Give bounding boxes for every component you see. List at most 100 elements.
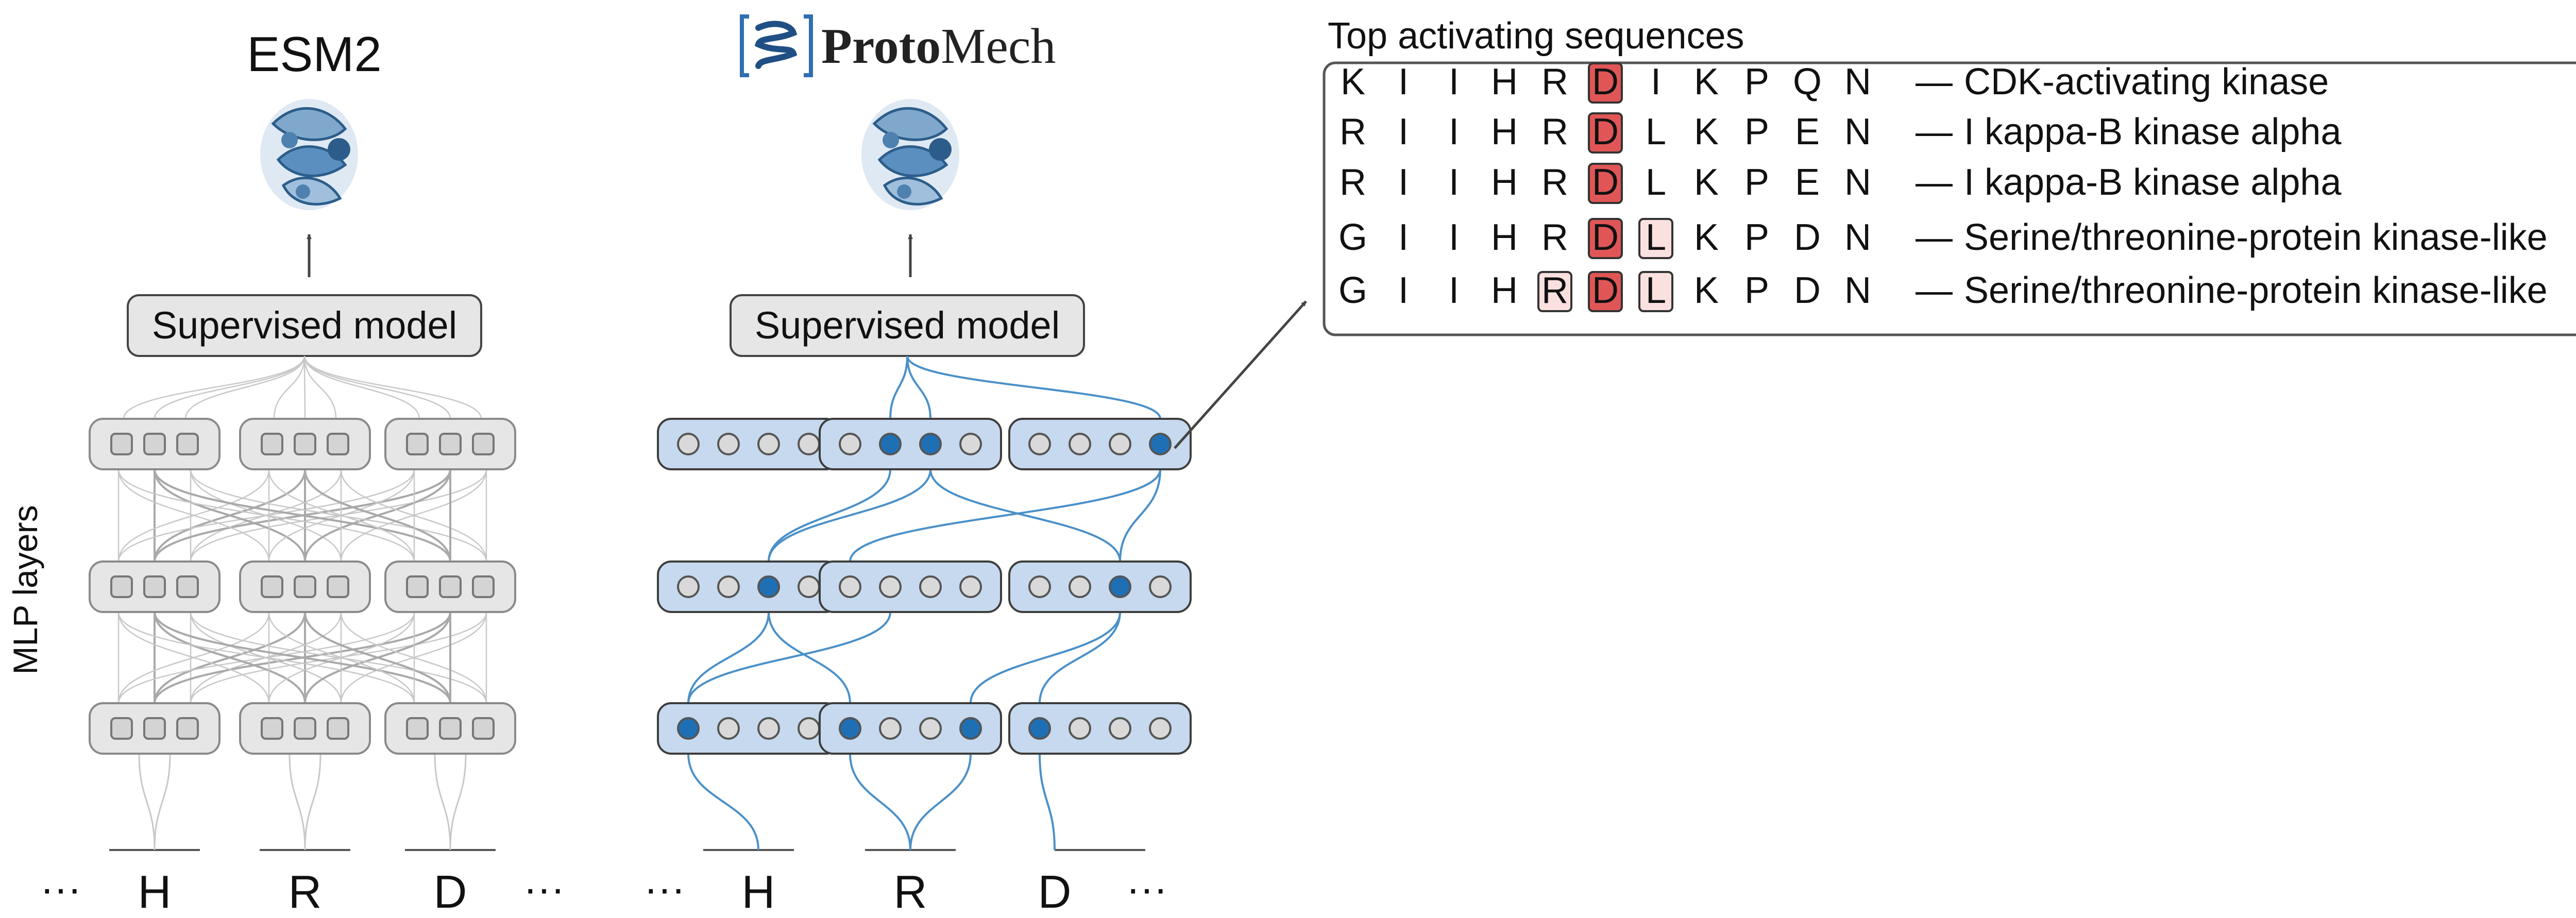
grey-neuron	[439, 575, 462, 598]
inactive-neuron	[959, 575, 982, 598]
row-dash: —	[1916, 162, 1953, 203]
protomech-wordmark: ProtoMech	[821, 19, 1056, 74]
strong-highlight	[1588, 271, 1623, 312]
grey-neuron	[327, 575, 349, 598]
residue: I	[1449, 217, 1459, 258]
grey-neuron	[294, 575, 316, 598]
left-wire-bundle	[109, 355, 496, 851]
residue: P	[1744, 61, 1769, 103]
residue: D	[1794, 217, 1821, 258]
residue: I	[1398, 270, 1409, 311]
inactive-neuron	[879, 717, 902, 740]
inactive-neuron	[677, 575, 700, 598]
inactive-neuron	[1069, 717, 1091, 740]
protein-label: Serine/threonine-protein kinase-like	[1964, 270, 2548, 311]
left-token-d: D	[434, 866, 467, 918]
inactive-neuron	[1028, 433, 1051, 455]
residue: P	[1744, 111, 1769, 152]
right-mlp-block	[1008, 418, 1192, 470]
left-mlp-block	[384, 560, 516, 613]
weak-highlight	[1638, 218, 1673, 259]
left-ellipsis-start: ···	[40, 865, 81, 911]
active-neuron	[1109, 575, 1131, 598]
protein-structure-icon	[861, 99, 959, 210]
grey-neuron	[327, 433, 349, 455]
protein-label: I kappa-B kinase alpha	[1964, 111, 2342, 152]
right-input-tokens: ··· H R D ···	[644, 865, 1167, 918]
residue: L	[1646, 217, 1666, 258]
inactive-neuron	[1069, 433, 1091, 455]
active-neuron	[879, 433, 902, 455]
dense-wire	[184, 355, 306, 419]
sparse-wire	[906, 355, 931, 419]
grey-neuron	[261, 717, 283, 740]
sparse-wire	[768, 611, 851, 704]
left-mlp-block	[239, 560, 371, 613]
sparse-wire	[929, 469, 1121, 562]
residue: D	[1592, 111, 1619, 152]
residue: I	[1449, 162, 1459, 203]
left-mlp-block	[89, 560, 221, 613]
inactive-neuron	[919, 575, 942, 598]
dense-wire	[154, 355, 306, 419]
inactive-neuron	[717, 575, 740, 598]
protein-structure-icon	[260, 99, 358, 210]
residue: E	[1795, 111, 1820, 152]
grey-neuron	[327, 717, 349, 740]
grey-neuron	[294, 717, 316, 740]
residue: G	[1338, 217, 1367, 258]
helix-bracket-icon	[740, 14, 813, 77]
residue: H	[1491, 111, 1518, 152]
dense-wire	[303, 355, 420, 419]
row-dash: —	[1916, 217, 1953, 258]
residue: R	[1541, 162, 1568, 203]
grey-neuron	[143, 433, 166, 455]
protein-label: Serine/threonine-protein kinase-like	[1964, 217, 2548, 258]
grey-neuron	[472, 717, 495, 740]
left-mlp-block	[384, 418, 516, 470]
sparse-wire	[768, 469, 891, 562]
left-mlp-block	[384, 702, 516, 755]
dense-wire	[154, 469, 306, 562]
residue: N	[1844, 217, 1871, 258]
sparse-wire	[687, 611, 891, 704]
inactive-neuron	[839, 433, 861, 455]
dense-wire	[268, 611, 415, 704]
grey-neuron	[176, 433, 199, 455]
protein-label: CDK-activating kinase	[1964, 61, 2329, 103]
grey-neuron	[439, 433, 462, 455]
residue: L	[1646, 162, 1666, 203]
grey-neuron	[406, 717, 429, 740]
inactive-neuron	[839, 575, 861, 598]
dense-wire	[190, 611, 487, 704]
left-mlp-block	[89, 702, 221, 755]
inactive-neuron	[1109, 433, 1131, 455]
protomech-panel: ProtoMech Supervised model ··· H R D ···	[644, 14, 1307, 918]
dense-wire	[154, 611, 306, 704]
left-token-h: H	[138, 866, 172, 918]
right-sparse-wires	[687, 355, 1161, 851]
active-neuron	[757, 575, 780, 598]
inactive-neuron	[1149, 717, 1172, 740]
residue: I	[1398, 162, 1409, 203]
grey-neuron	[406, 433, 429, 455]
sparse-wire	[889, 355, 908, 419]
inactive-neuron	[798, 433, 820, 455]
dense-wire	[434, 753, 451, 851]
residue: G	[1338, 270, 1367, 311]
active-neuron	[839, 717, 861, 740]
right-ellipsis-end: ···	[1126, 865, 1167, 911]
inactive-neuron	[1028, 575, 1051, 598]
right-ellipsis-start: ···	[644, 865, 685, 911]
inactive-neuron	[757, 717, 780, 740]
inactive-neuron	[959, 433, 982, 455]
residue: R	[1541, 111, 1568, 152]
inactive-neuron	[757, 433, 780, 455]
residue: E	[1795, 162, 1820, 203]
residue: N	[1844, 162, 1871, 203]
grey-neuron	[110, 433, 133, 455]
right-supervised-model-label: Supervised model	[755, 304, 1060, 347]
weak-highlight	[1537, 271, 1572, 312]
